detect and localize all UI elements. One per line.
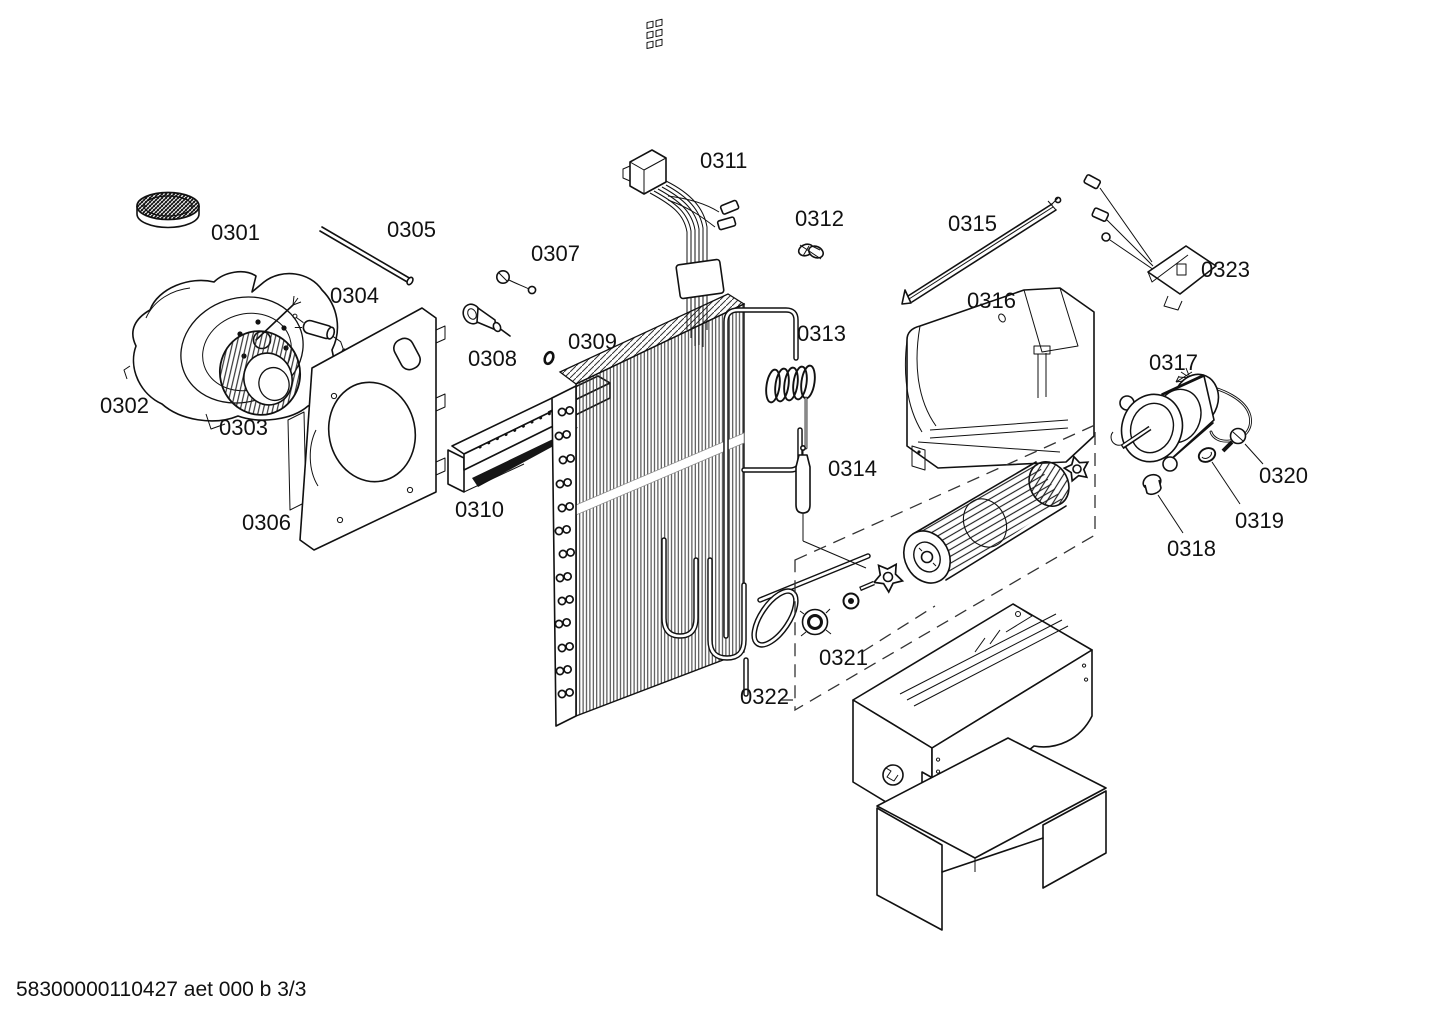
part-label-0303: 0303 <box>219 415 268 440</box>
evaporator-coil <box>551 293 871 727</box>
part-label-0314: 0314 <box>828 456 877 481</box>
part-label-0308: 0308 <box>468 346 517 371</box>
part-label-0309: 0309 <box>568 329 617 354</box>
part-label-0316: 0316 <box>967 288 1016 313</box>
foam-base <box>876 737 1107 931</box>
part-0319-washer <box>1197 447 1241 505</box>
part-label-0317: 0317 <box>1149 350 1198 375</box>
part-0309-o-ring <box>543 350 555 366</box>
part-label-0302: 0302 <box>100 393 149 418</box>
cross-flow-fan-drum <box>903 452 1096 584</box>
part-label-0318: 0318 <box>1167 536 1216 561</box>
part-0308-sensor-probe <box>462 303 511 337</box>
part-0316-condenser-housing <box>904 287 1095 471</box>
part-0317-motor <box>1110 367 1252 472</box>
part-0306-mounting-plate <box>287 307 446 551</box>
fan-assembly-dashed-box <box>780 423 1096 712</box>
part-label-0306: 0306 <box>242 510 291 535</box>
part-label-0319: 0319 <box>1235 508 1284 533</box>
part-0301-grille <box>136 191 200 229</box>
part-0305-tube <box>319 226 414 286</box>
part-labels: 0301 0302 0303 0304 0305 0306 0307 0308 … <box>100 148 1308 709</box>
part-label-0305: 0305 <box>387 217 436 242</box>
part-0315-bar <box>901 196 1062 305</box>
drawing-number: 58300000110427 aet 000 b 3/3 <box>16 978 306 1001</box>
part-label-0322: 0322 <box>740 684 789 709</box>
part-label-0315: 0315 <box>948 211 997 236</box>
part-label-0312: 0312 <box>795 206 844 231</box>
part-label-0313: 0313 <box>797 321 846 346</box>
part-0321-bearing-set <box>799 559 908 637</box>
part-0323-bracket <box>1083 174 1217 311</box>
part-0304-capacitor <box>292 313 347 354</box>
part-label-0321: 0321 <box>819 645 868 670</box>
part-label-0311: 0311 <box>700 148 747 173</box>
part-0311-wiring-harness <box>622 18 740 347</box>
part-label-0323: 0323 <box>1201 257 1250 282</box>
part-0313-capillary-coil <box>765 364 816 450</box>
part-0312-clip <box>797 243 824 260</box>
part-0318-grommet <box>1142 473 1184 534</box>
part-label-0304: 0304 <box>330 283 379 308</box>
part-label-0307: 0307 <box>531 241 580 266</box>
part-label-0310: 0310 <box>455 497 504 522</box>
part-0307-screw-link <box>495 269 537 295</box>
part-label-0301: 0301 <box>211 220 260 245</box>
part-0314-filter-drier <box>795 444 867 569</box>
part-0320-screw <box>1221 427 1264 465</box>
part-label-0320: 0320 <box>1259 463 1308 488</box>
part-0303-fan-wheel <box>218 330 302 416</box>
